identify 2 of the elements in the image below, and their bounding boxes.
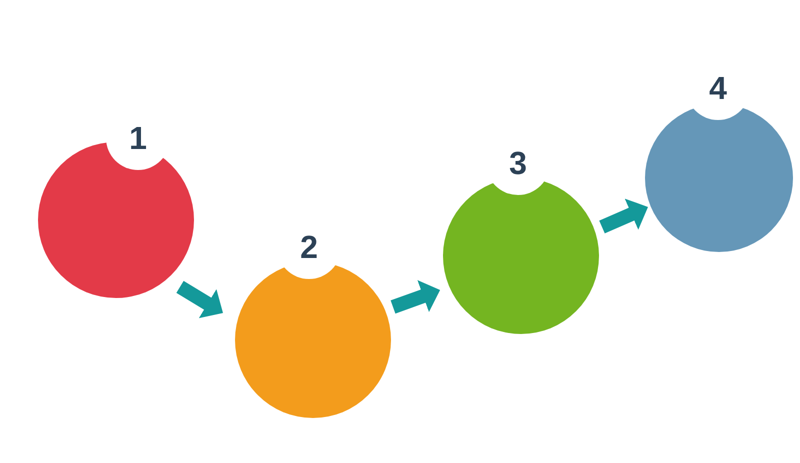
arrow [390, 280, 442, 314]
arrow [599, 198, 651, 234]
